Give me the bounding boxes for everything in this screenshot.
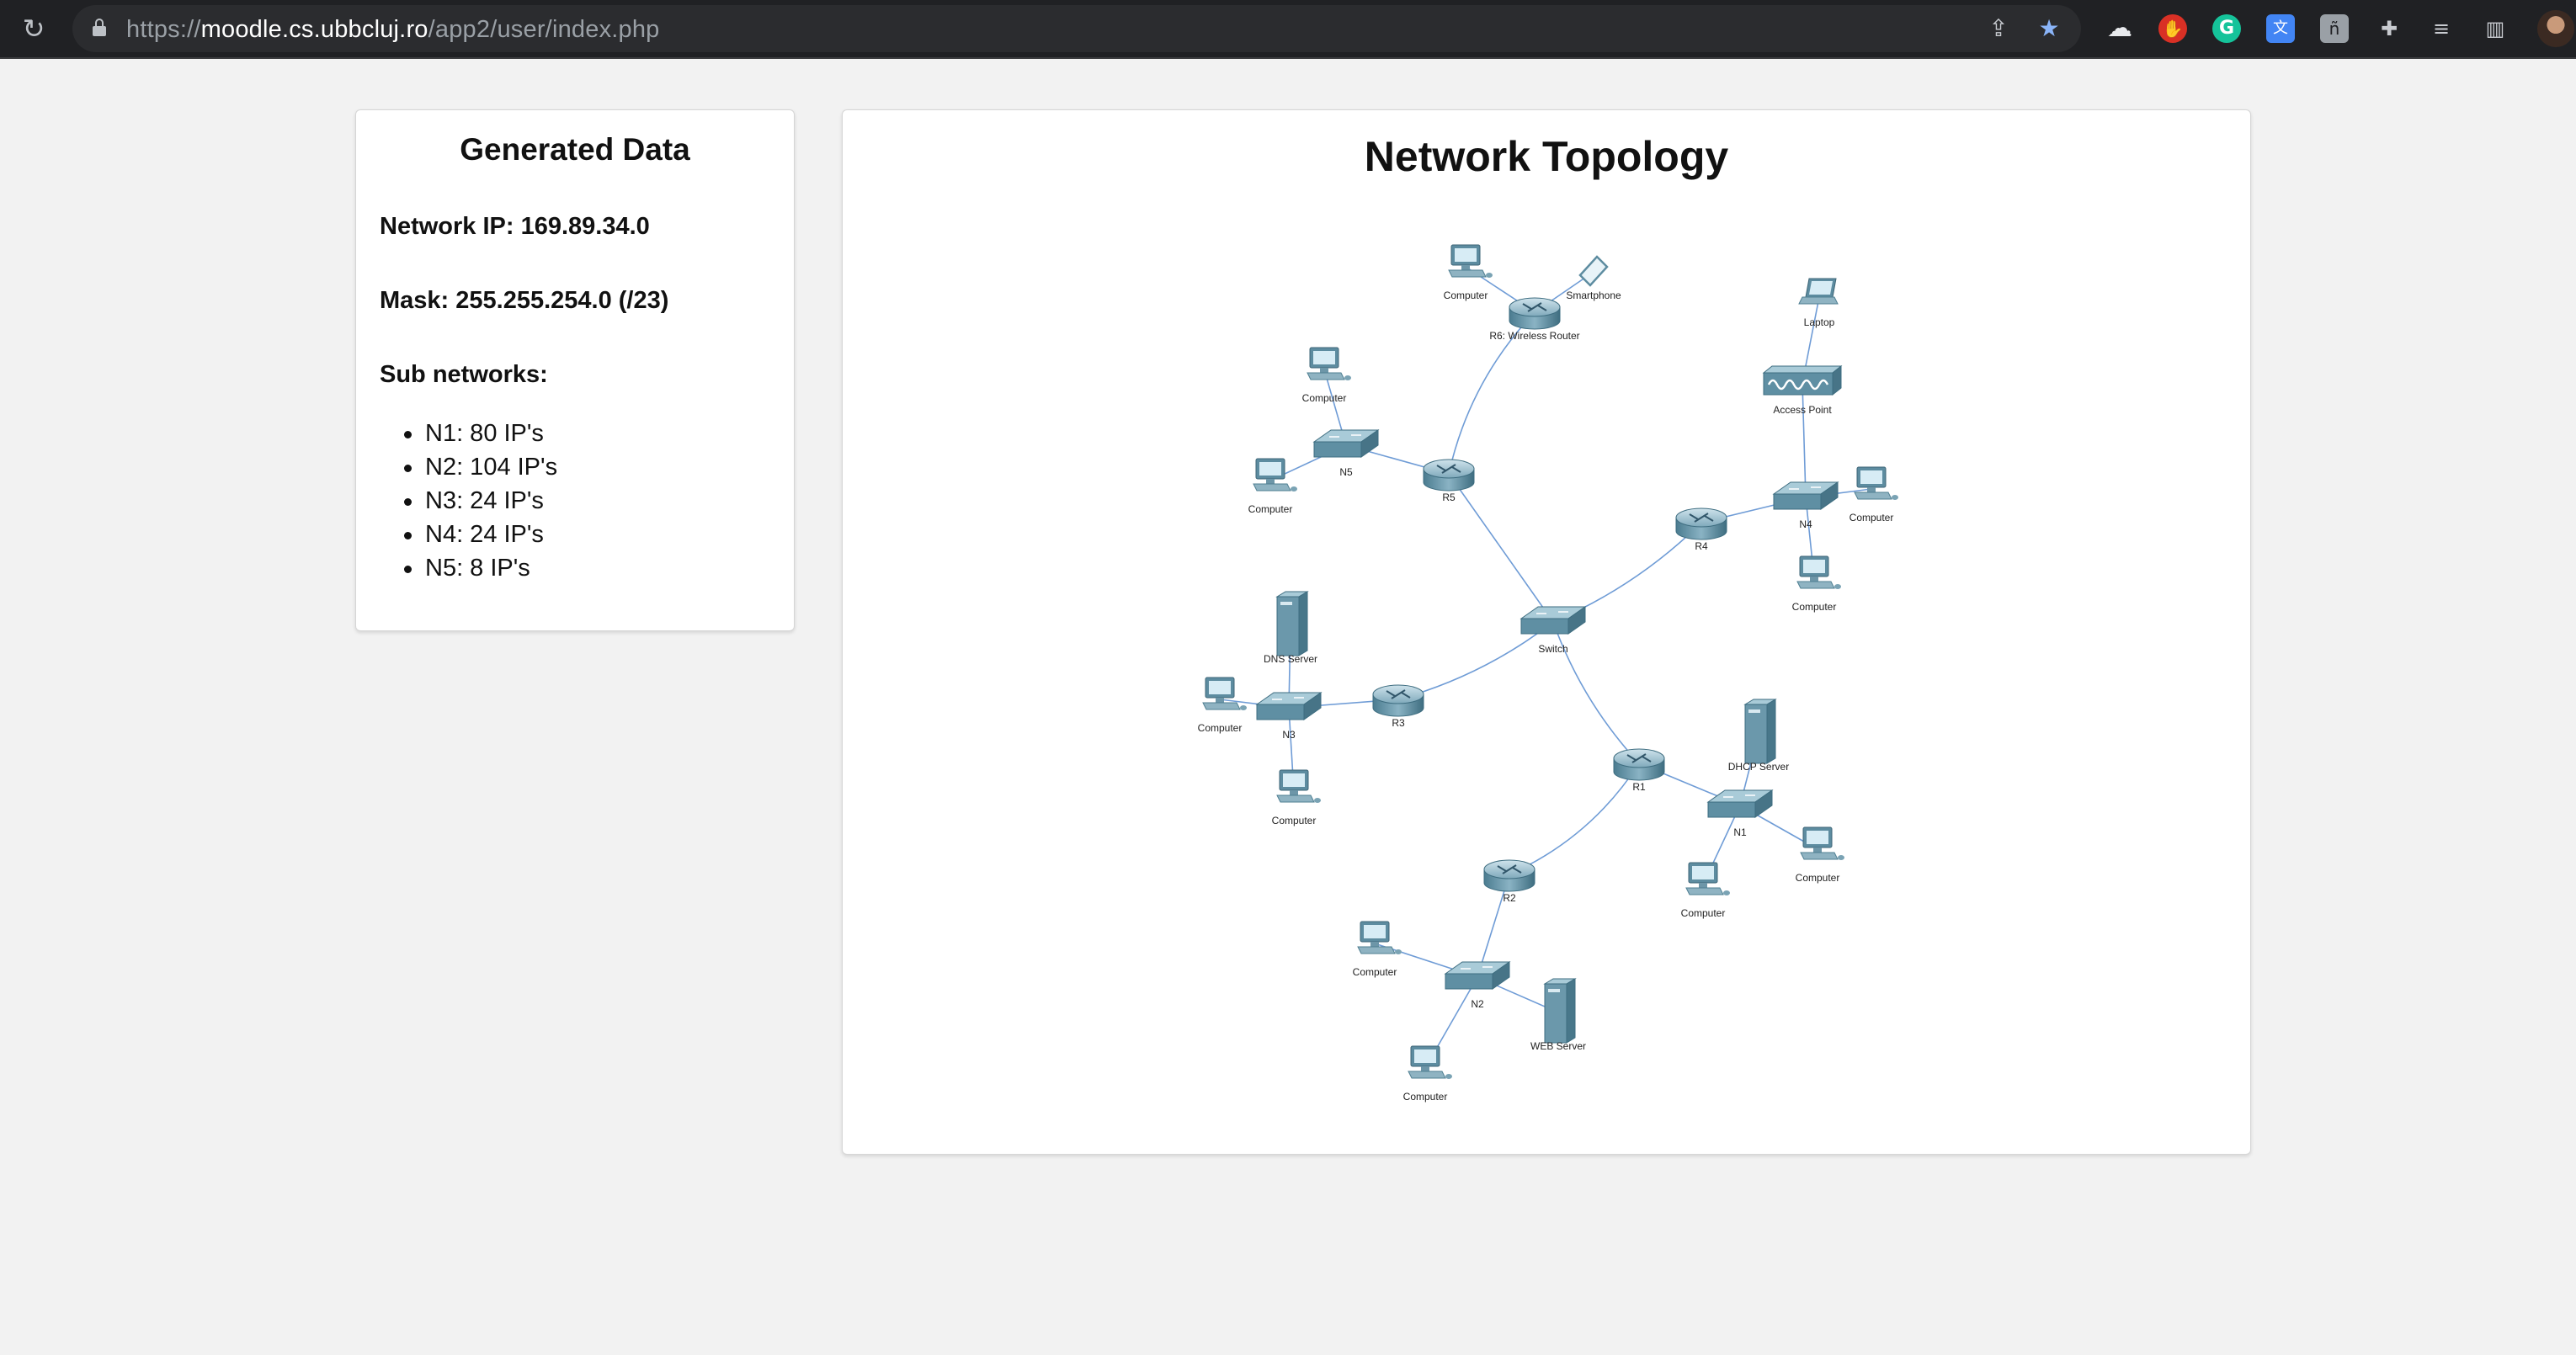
- generated-data-title: Generated Data: [460, 132, 690, 167]
- bookmark-star-icon[interactable]: ★: [2038, 14, 2060, 42]
- node-laptop-icon: Laptop: [1798, 278, 1839, 328]
- node-switch-icon: Switch: [1520, 606, 1587, 655]
- share-icon[interactable]: ⇪: [1988, 14, 2009, 42]
- node-computer-icon: Computer: [1681, 862, 1730, 919]
- link-r6-r5: [1448, 311, 1535, 475]
- node-computer-icon: Computer: [1403, 1045, 1452, 1103]
- subnets-list: N1: 80 IP's N2: 104 IP's N3: 24 IP's N4:…: [403, 417, 557, 585]
- subnet-item: N1: 80 IP's: [403, 417, 557, 450]
- lock-icon[interactable]: [93, 19, 106, 36]
- profile-avatar[interactable]: [2537, 10, 2574, 47]
- node-label: DNS Server: [1264, 653, 1317, 665]
- node-label: R3: [1392, 717, 1405, 729]
- cloud-extension-icon[interactable]: ☁: [2107, 13, 2132, 43]
- subnet-item: N4: 24 IP's: [403, 518, 557, 551]
- google-translate-extension-icon[interactable]: 文: [2266, 14, 2295, 43]
- node-label: Computer: [1302, 392, 1347, 404]
- node-label: Computer: [1248, 503, 1293, 515]
- node-router-icon: R6: Wireless Router: [1489, 297, 1580, 342]
- node-computer-icon: Computer: [1198, 677, 1247, 734]
- node-computer-icon: Computer: [1272, 769, 1321, 826]
- node-router-icon: R4: [1675, 507, 1727, 552]
- node-label: Computer: [1198, 722, 1243, 734]
- address-bar[interactable]: https://moodle.cs.ubbcluj.ro/app2/user/i…: [72, 5, 2081, 52]
- generated-data-card: Generated Data Network IP: 169.89.34.0 M…: [355, 109, 795, 631]
- node-label: Computer: [1272, 815, 1317, 826]
- reading-list-icon[interactable]: ≡: [2432, 17, 2451, 40]
- node-label: N5: [1339, 466, 1353, 478]
- node-label: N2: [1471, 998, 1484, 1010]
- node-router-icon: R3: [1372, 684, 1424, 729]
- node-computer-icon: Computer: [1792, 555, 1841, 613]
- url-text[interactable]: https://moodle.cs.ubbcluj.ro/app2/user/i…: [126, 16, 660, 43]
- node-label: N4: [1799, 518, 1812, 530]
- node-router-icon: R1: [1613, 748, 1665, 793]
- link-r1-r2: [1509, 763, 1640, 875]
- mask: Mask: 255.255.254.0 (/23): [380, 287, 669, 314]
- node-label: Computer: [1796, 872, 1840, 884]
- node-computer-icon: Computer: [1353, 921, 1402, 978]
- puzzle-icon[interactable]: ✚: [2380, 17, 2398, 40]
- node-label: N1: [1733, 826, 1747, 838]
- network-topology-title: Network Topology: [1364, 133, 1729, 180]
- node-label: R2: [1503, 892, 1516, 904]
- node-label: R6: Wireless Router: [1489, 330, 1579, 342]
- node-computer-icon: Computer: [1302, 347, 1351, 404]
- node-computer-icon: Computer: [1796, 826, 1844, 884]
- node-label: Smartphone: [1566, 290, 1621, 301]
- node-accesspoint-icon: Access Point: [1762, 364, 1843, 416]
- link-ap-n4: [1802, 382, 1807, 498]
- node-smartphone-icon: Smartphone: [1566, 255, 1621, 301]
- node-label: DHCP Server: [1728, 761, 1789, 773]
- node-computer-icon: Computer: [1850, 466, 1898, 523]
- node-label: Computer: [1403, 1091, 1448, 1103]
- node-label: Computer: [1850, 512, 1894, 523]
- node-label: Computer: [1444, 290, 1488, 301]
- node-label: Computer: [1353, 966, 1397, 978]
- node-computer-icon: Computer: [1444, 244, 1493, 301]
- node-label: Access Point: [1773, 404, 1832, 416]
- node-label: R1: [1632, 781, 1646, 793]
- node-switch-icon: N1: [1706, 789, 1774, 838]
- link-r5-sw: [1448, 473, 1554, 623]
- extension-icon[interactable]: ñ: [2320, 14, 2349, 43]
- node-router-icon: R5: [1423, 459, 1475, 503]
- node-server-icon: DNS Server: [1264, 591, 1317, 665]
- adblock-extension-icon[interactable]: ✋: [2158, 14, 2187, 43]
- node-switch-icon: N4: [1772, 481, 1839, 530]
- subnet-item: N3: 24 IP's: [403, 484, 557, 518]
- side-panel-icon[interactable]: ▥: [2485, 17, 2505, 40]
- node-server-icon: DHCP Server: [1728, 699, 1789, 773]
- node-label: R5: [1442, 492, 1456, 503]
- network-ip: Network IP: 169.89.34.0: [380, 213, 650, 240]
- node-switch-icon: N2: [1444, 961, 1511, 1010]
- link-sw-r1: [1552, 621, 1640, 764]
- node-server-icon: WEB Server: [1530, 978, 1586, 1052]
- subnet-item: N5: 8 IP's: [403, 551, 557, 585]
- node-label: Computer: [1792, 601, 1837, 613]
- node-switch-icon: N3: [1255, 692, 1323, 741]
- subnets-heading: Sub networks:: [380, 361, 548, 388]
- node-router-icon: R2: [1483, 859, 1535, 904]
- node-label: R4: [1695, 540, 1708, 552]
- node-label: Laptop: [1804, 316, 1835, 328]
- node-switch-icon: N5: [1312, 429, 1380, 478]
- reload-icon[interactable]: ↻: [22, 13, 45, 45]
- grammarly-extension-icon[interactable]: G: [2212, 14, 2241, 43]
- node-label: Switch: [1538, 643, 1567, 655]
- node-label: Computer: [1681, 907, 1726, 919]
- node-label: N3: [1282, 729, 1296, 741]
- node-computer-icon: Computer: [1248, 458, 1297, 515]
- subnet-item: N2: 104 IP's: [403, 450, 557, 484]
- node-label: WEB Server: [1530, 1040, 1586, 1052]
- browser-toolbar: ↻ https://moodle.cs.ubbcluj.ro/app2/user…: [0, 0, 2576, 59]
